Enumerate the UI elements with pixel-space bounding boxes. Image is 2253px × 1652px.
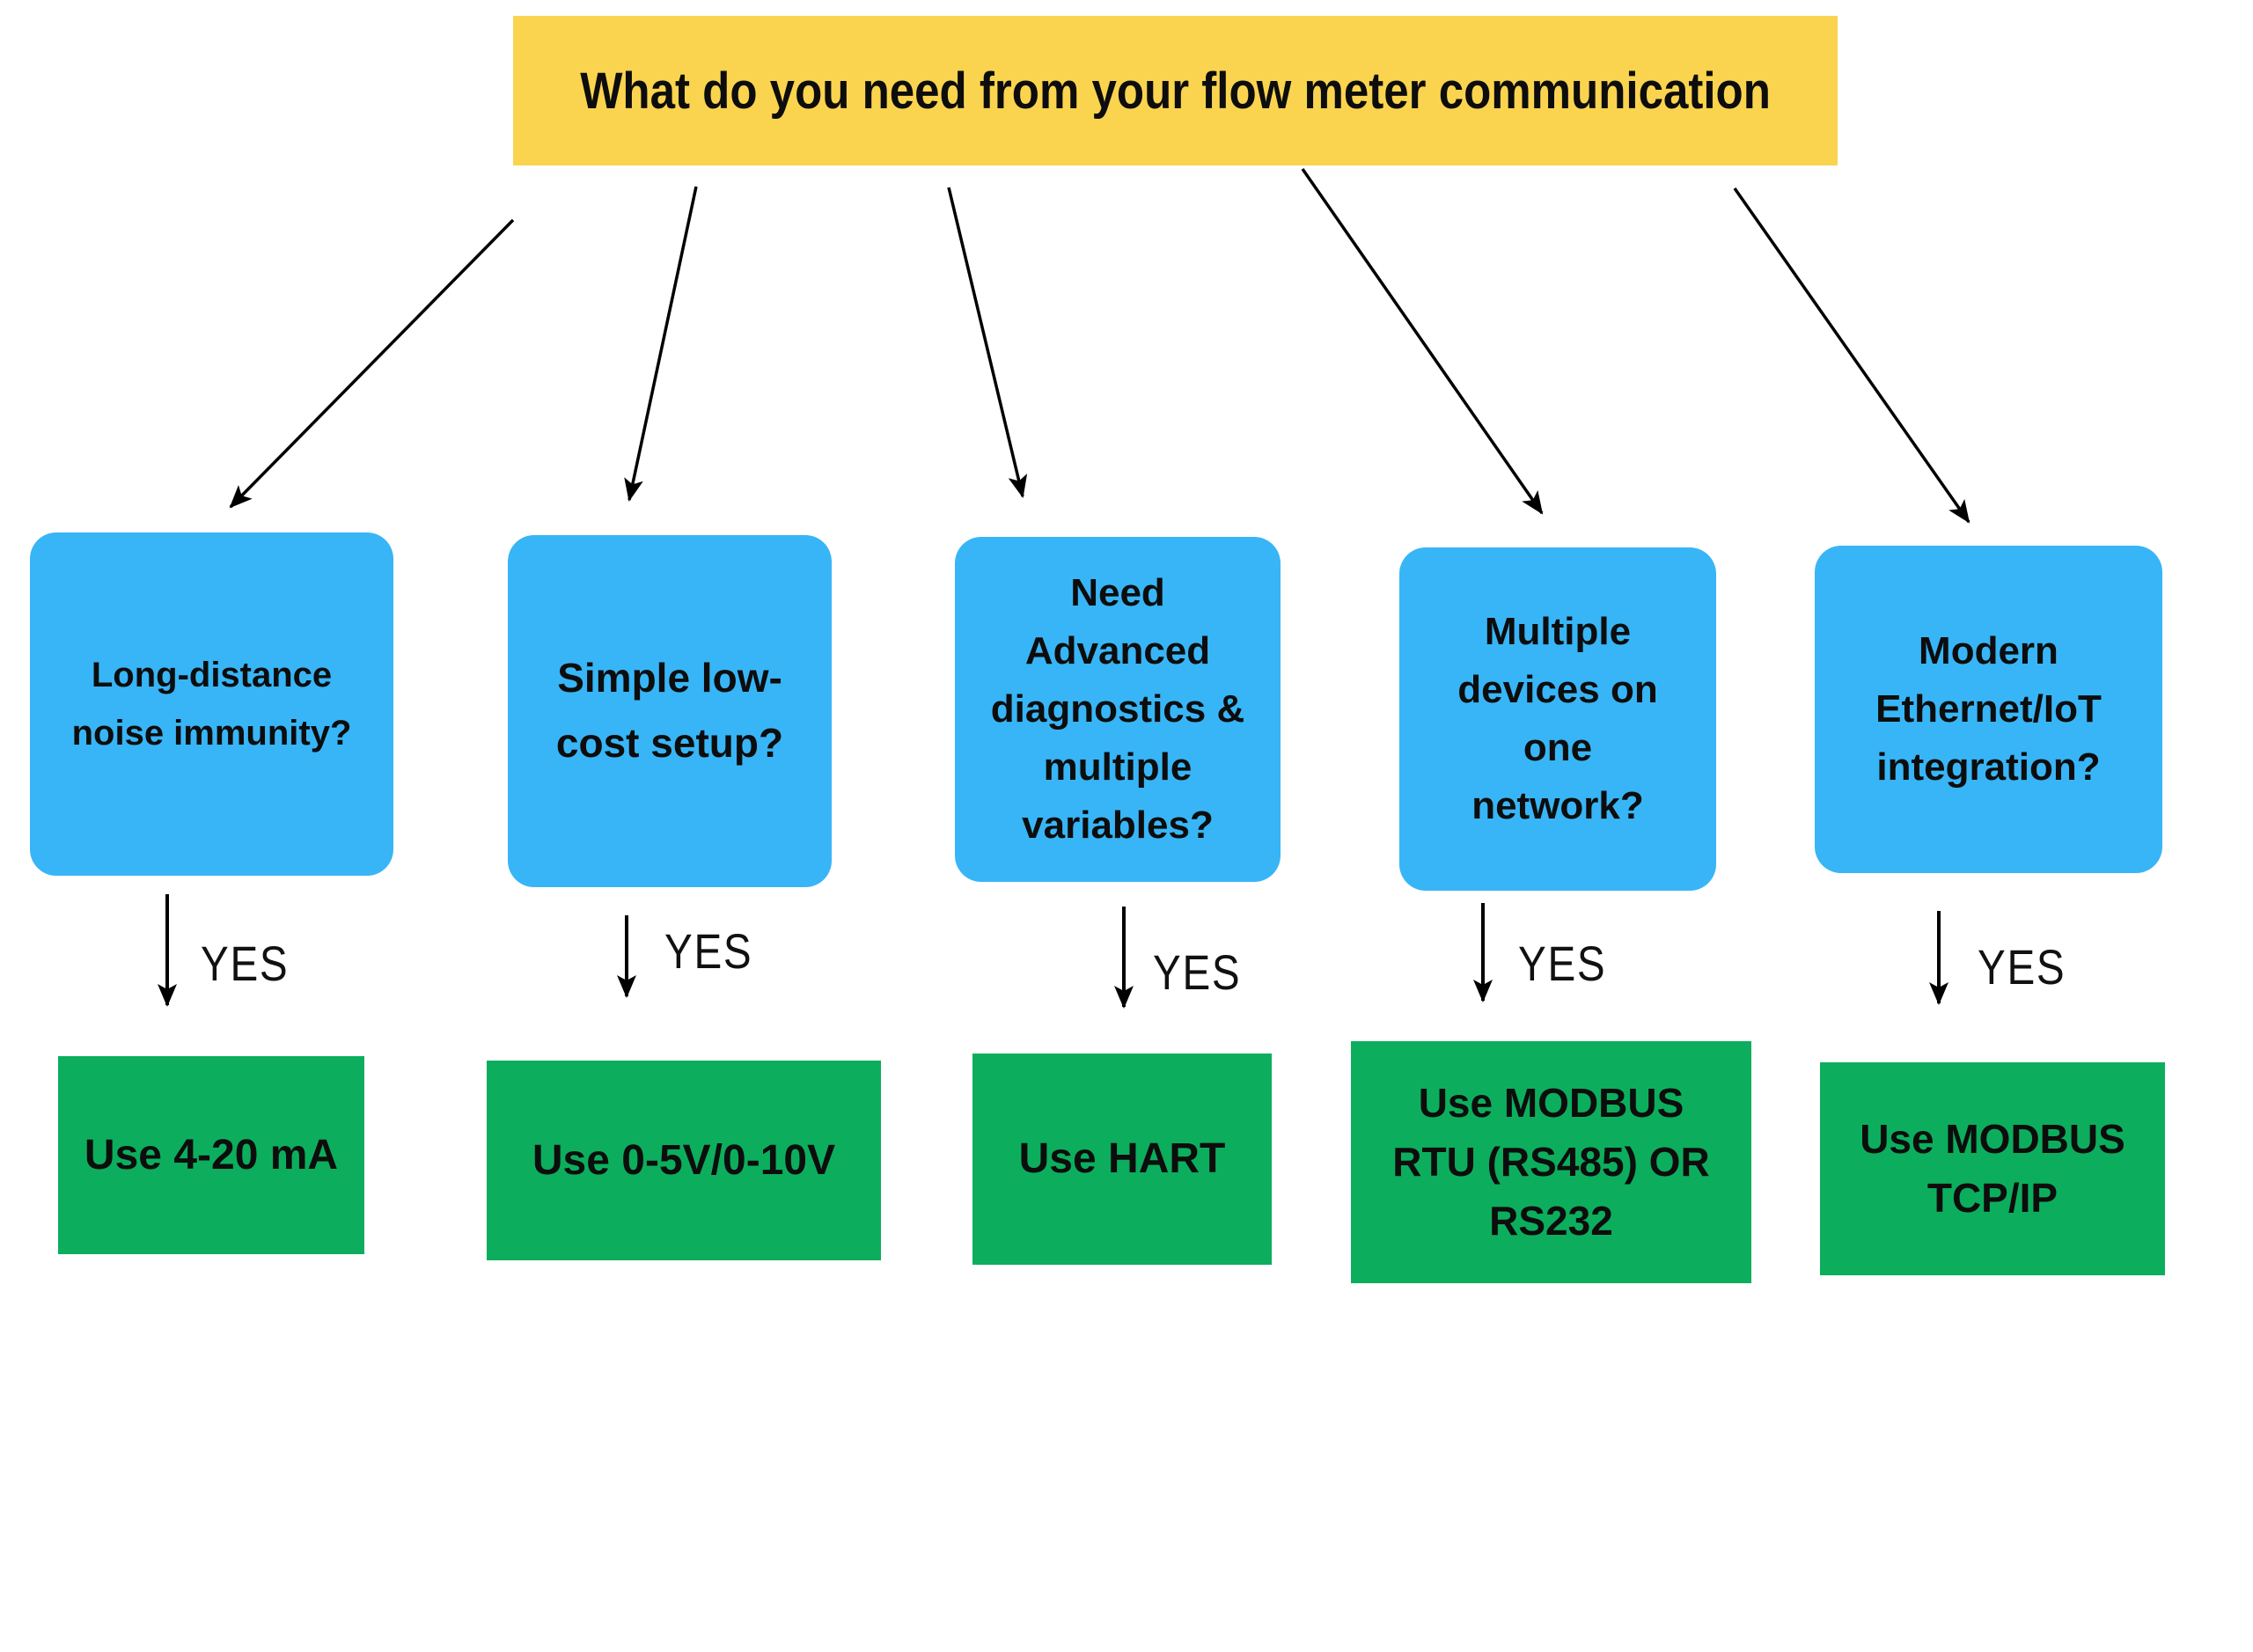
yes-label-2: YES (664, 923, 753, 979)
answer-box-hart: Use HART (972, 1054, 1272, 1265)
question-text: Modern Ethernet/IoT integration? (1875, 629, 2102, 789)
title-box: What do you need from your flow meter co… (513, 16, 1838, 165)
answer-box-modbus-tcpip: Use MODBUS TCP/IP (1820, 1062, 2165, 1275)
answer-box-4-20ma: Use 4-20 mA (58, 1056, 364, 1254)
question-box-advanced-diagnostics: Need Advanced diagnostics & multiple var… (955, 537, 1281, 882)
answer-text: Use HART (1018, 1135, 1226, 1183)
arrow-title-to-q4 (1301, 168, 1544, 515)
question-text: Need Advanced diagnostics & multiple var… (990, 571, 1245, 847)
question-box-ethernet-iot: Modern Ethernet/IoT integration? (1815, 546, 2162, 873)
arrow-title-to-q3 (947, 187, 1028, 498)
question-text: Simple low- cost setup? (555, 655, 784, 766)
arrow-title-to-q2 (624, 186, 698, 502)
yes-label-1: YES (201, 936, 290, 991)
answer-text: Use 0-5V/0-10V (532, 1136, 836, 1184)
answer-text: Use MODBUS RTU (RS485) OR RS232 (1392, 1080, 1710, 1244)
arrow-title-to-q5 (1733, 187, 1970, 524)
yes-label-3: YES (1153, 944, 1242, 1000)
answer-box-modbus-rtu: Use MODBUS RTU (RS485) OR RS232 (1351, 1041, 1751, 1283)
answer-text: Use MODBUS TCP/IP (1860, 1116, 2125, 1221)
yes-label-4: YES (1518, 936, 1607, 991)
title-text: What do you need from your flow meter co… (580, 62, 1771, 120)
question-box-long-distance: Long-distance noise immunity? (30, 532, 393, 876)
answer-box-0-5v: Use 0-5V/0-10V (487, 1061, 881, 1260)
yes-label-5: YES (1978, 939, 2066, 995)
question-text: Multiple devices on one network? (1457, 610, 1658, 827)
question-text: Long-distance noise immunity? (71, 656, 352, 753)
answer-text: Use 4-20 mA (84, 1131, 339, 1178)
arrow-title-to-q1 (229, 218, 515, 509)
question-box-simple-low-cost: Simple low- cost setup? (508, 535, 832, 887)
question-box-multiple-devices: Multiple devices on one network? (1399, 547, 1716, 891)
